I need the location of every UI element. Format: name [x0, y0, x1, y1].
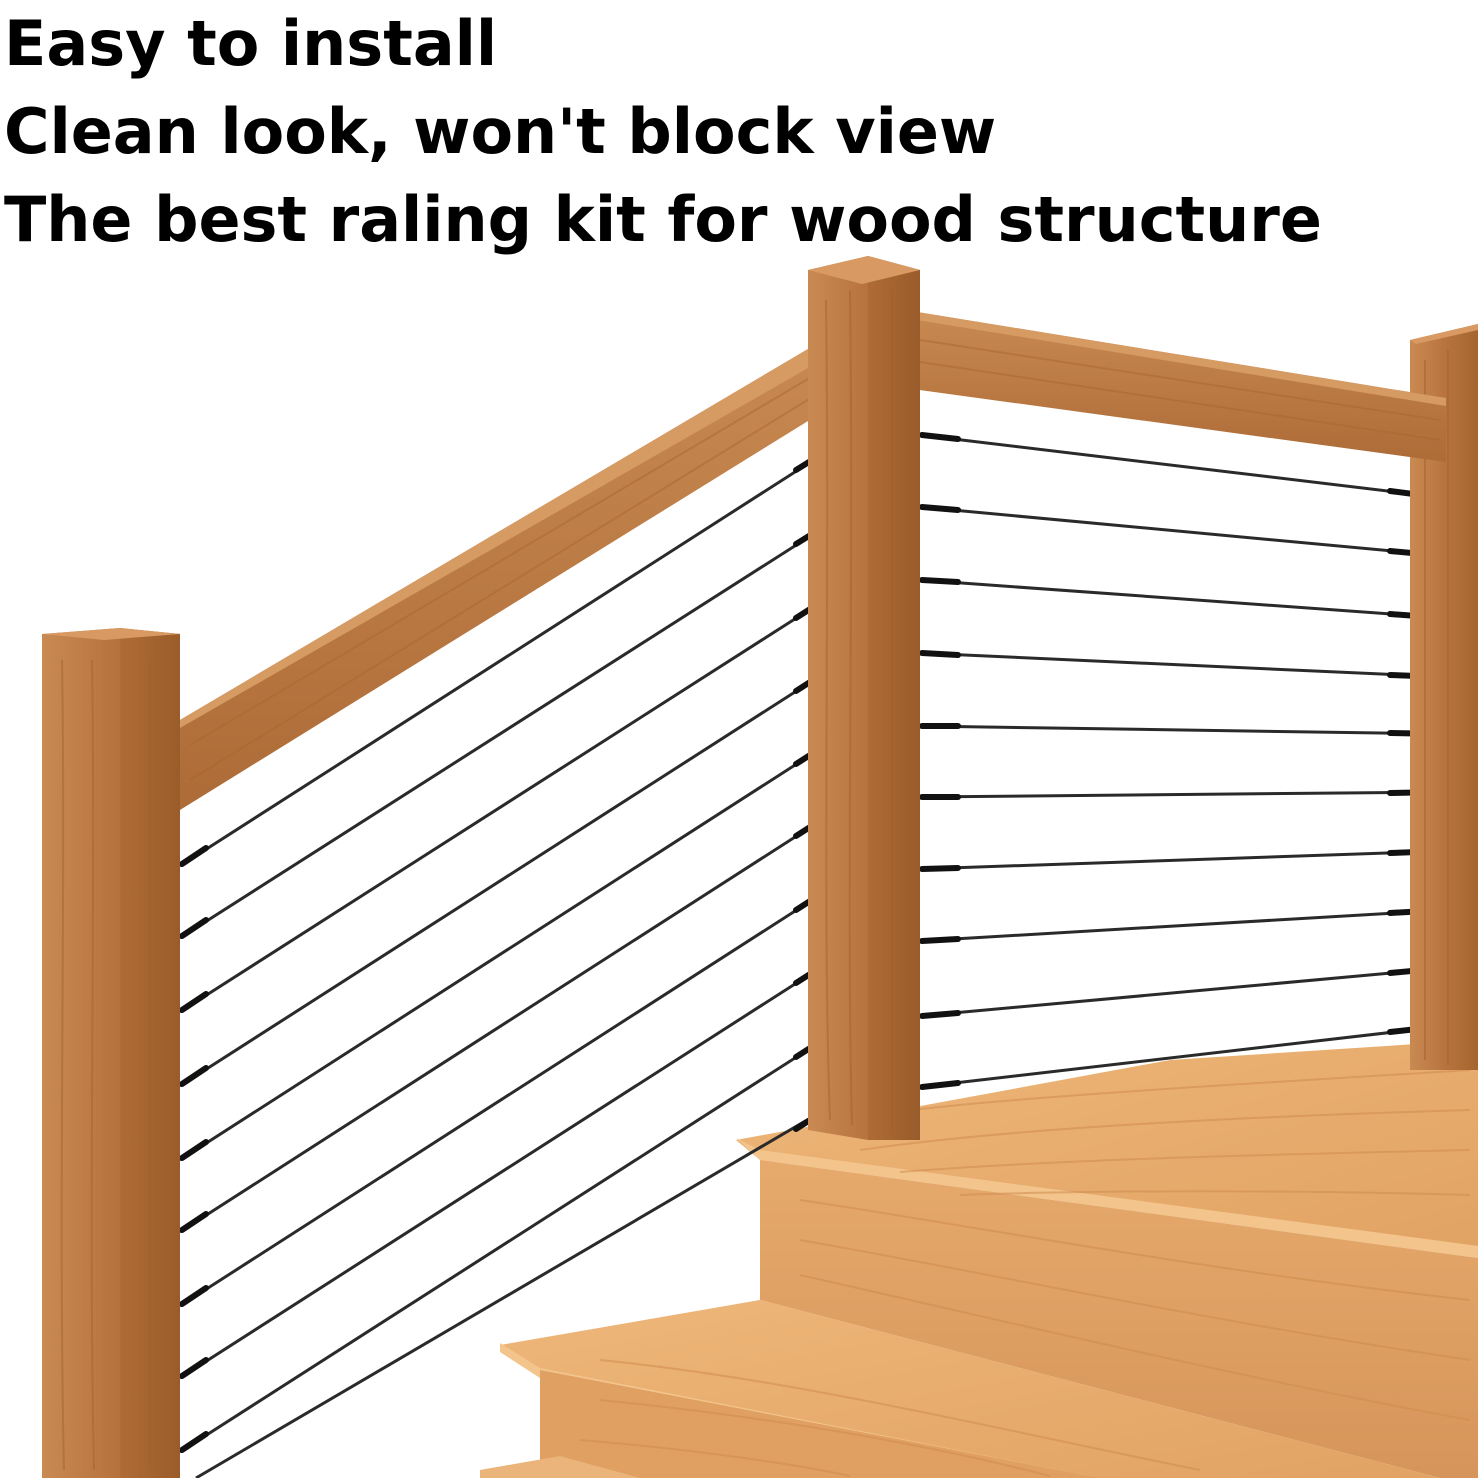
deck-cables	[919, 433, 1447, 1089]
stair-cables	[179, 436, 849, 1478]
headline-line-3: The best raling kit for wood structure	[4, 183, 1322, 256]
stair-tread-2	[480, 1456, 640, 1478]
headline: Easy to install Clean look, won't block …	[4, 0, 1322, 264]
right-post	[1410, 324, 1478, 1070]
deck-edge	[736, 1138, 1478, 1258]
headline-line-1: Easy to install	[4, 7, 498, 80]
deck-riser	[760, 1160, 1478, 1478]
deck-top	[736, 1040, 1478, 1250]
left-post	[42, 628, 180, 1478]
deck-handrail	[905, 310, 1446, 462]
deck-and-stairs	[480, 1040, 1478, 1478]
stair-handrail	[180, 336, 850, 810]
middle-post	[808, 256, 920, 1140]
stair-riser-2	[540, 1370, 1100, 1478]
headline-line-2: Clean look, won't block view	[4, 95, 997, 168]
